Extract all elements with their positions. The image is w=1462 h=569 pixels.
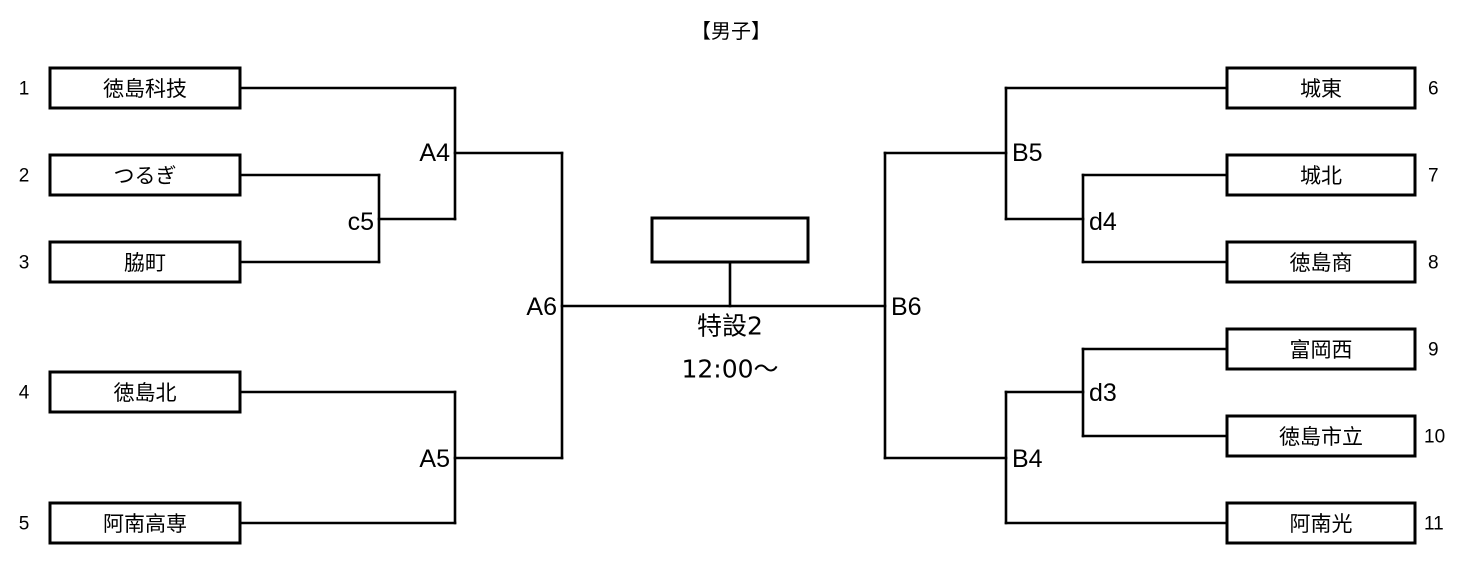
- node-label-d3: d3: [1089, 379, 1117, 407]
- final-match-lines: [560, 260, 887, 308]
- seed-number-6: 6: [1428, 79, 1439, 100]
- team-box-rect-11[interactable]: [1225, 501, 1417, 545]
- seed-number-8: 8: [1428, 253, 1439, 274]
- team-name-7: 城北: [1300, 164, 1342, 188]
- team-name-11: 阿南光: [1290, 512, 1353, 536]
- team-name-2: つるぎ: [114, 164, 177, 188]
- node-label-c5: c5: [348, 208, 374, 236]
- team-box-rect-6[interactable]: [1225, 66, 1417, 110]
- team-box-5[interactable]: 阿南高専 5: [19, 501, 242, 545]
- team-name-5: 阿南高専: [103, 512, 187, 536]
- final-venue-label: 特設2: [697, 312, 763, 341]
- team-box-rect-1[interactable]: [48, 66, 242, 110]
- left-team-boxes: 徳島科技 1 つるぎ 2 脇町 3 徳島北 4: [19, 66, 242, 545]
- team-box-rect-2[interactable]: [48, 153, 242, 197]
- team-box-rect-3[interactable]: [48, 240, 242, 284]
- seed-number-3: 3: [19, 253, 30, 274]
- team-box-3[interactable]: 脇町 3: [19, 240, 242, 284]
- node-label-A5: A5: [419, 445, 450, 473]
- team-box-rect-7[interactable]: [1225, 153, 1417, 197]
- right-team-boxes: 城東 6 城北 7 徳島商 8 富岡西 9: [1225, 66, 1445, 545]
- page-title: 【男子】: [691, 19, 771, 43]
- team-name-9: 富岡西: [1290, 338, 1353, 362]
- seed-number-10: 10: [1424, 427, 1445, 448]
- team-box-6[interactable]: 城東 6: [1225, 66, 1439, 110]
- team-box-rect-5[interactable]: [48, 501, 242, 545]
- seed-number-1: 1: [19, 79, 30, 100]
- right-node-labels: B5 d4 d3 B4 B6: [891, 139, 1117, 473]
- team-name-8: 徳島商: [1290, 251, 1353, 275]
- team-name-3: 脇町: [124, 251, 166, 275]
- team-box-9[interactable]: 富岡西 9: [1225, 327, 1439, 371]
- team-box-rect-9[interactable]: [1225, 327, 1417, 371]
- team-box-1[interactable]: 徳島科技 1: [19, 66, 242, 110]
- seed-number-7: 7: [1428, 166, 1439, 187]
- team-box-rect-8[interactable]: [1225, 240, 1417, 284]
- team-name-6: 城東: [1300, 77, 1342, 101]
- seed-number-2: 2: [19, 166, 30, 187]
- left-node-labels: c5 A4 A5 A6: [348, 139, 557, 473]
- team-box-2[interactable]: つるぎ 2: [19, 153, 242, 197]
- right-bracket-lines: [883, 86, 1229, 525]
- seed-number-9: 9: [1428, 340, 1439, 361]
- final-time-label: 12:00〜: [681, 355, 778, 384]
- team-box-11[interactable]: 阿南光 11: [1225, 501, 1444, 545]
- node-label-B6: B6: [891, 293, 922, 321]
- node-label-d4: d4: [1089, 208, 1117, 236]
- seed-number-4: 4: [19, 383, 30, 404]
- team-box-10[interactable]: 徳島市立 10: [1225, 414, 1445, 458]
- node-label-B5: B5: [1012, 139, 1043, 167]
- seed-number-5: 5: [19, 514, 30, 535]
- node-label-A4: A4: [419, 139, 450, 167]
- team-name-1: 徳島科技: [103, 77, 187, 101]
- seed-number-11: 11: [1424, 514, 1444, 535]
- node-label-B4: B4: [1012, 445, 1043, 473]
- team-box-7[interactable]: 城北 7: [1225, 153, 1439, 197]
- team-box-8[interactable]: 徳島商 8: [1225, 240, 1439, 284]
- team-name-4: 徳島北: [114, 381, 177, 405]
- champion-box[interactable]: [650, 216, 810, 264]
- team-box-rect-4[interactable]: [48, 370, 242, 414]
- node-label-A6: A6: [526, 293, 557, 321]
- team-name-10: 徳島市立: [1279, 425, 1363, 449]
- team-box-rect-10[interactable]: [1225, 414, 1417, 458]
- team-box-4[interactable]: 徳島北 4: [19, 370, 242, 414]
- champion-box-rect[interactable]: [650, 216, 810, 264]
- left-bracket-lines: [238, 86, 564, 525]
